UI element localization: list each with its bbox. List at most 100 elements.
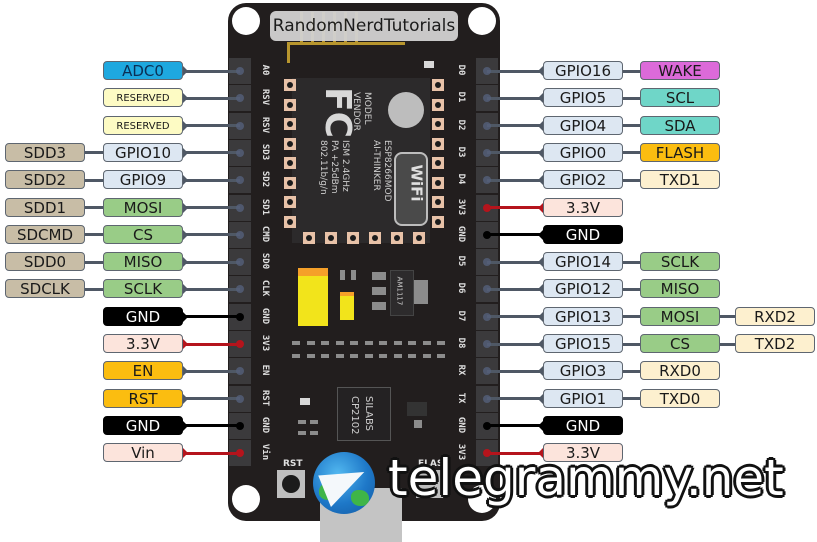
- wire-tip: [183, 93, 188, 104]
- wire-tip: [183, 339, 188, 349]
- pin-dot: [483, 449, 491, 458]
- pin-label-txd0: TXD0: [640, 388, 720, 408]
- wire-tip: [538, 175, 543, 186]
- wire-tip: [183, 229, 188, 240]
- pin-label-rxd0: RXD0: [640, 361, 720, 381]
- smd-component: [321, 341, 329, 345]
- espressif-logo-icon: [388, 92, 424, 128]
- module-pad: [284, 176, 296, 189]
- module-pad: [391, 232, 403, 244]
- smd-component: [340, 270, 345, 280]
- label-connector: [623, 315, 640, 319]
- pin-silk-label-d5: D5: [456, 255, 466, 267]
- wire-tip: [538, 202, 543, 213]
- pin-silk-label-sd0: SD0: [260, 252, 270, 270]
- wire-tip: [183, 311, 188, 322]
- pin-dot: [236, 421, 244, 430]
- module-pad: [284, 215, 296, 228]
- smd-component: [408, 341, 416, 345]
- wire: [183, 69, 240, 73]
- wire-tip: [538, 93, 543, 104]
- watermark-text: telegrammy.net: [388, 449, 784, 507]
- mounting-hole: [468, 485, 496, 513]
- label-connector: [85, 287, 103, 291]
- pin-label-gpio1: GPIO1: [543, 388, 623, 408]
- smd-component: [350, 341, 358, 345]
- pin-label-3-3v: 3.3V: [543, 197, 623, 217]
- wire: [487, 260, 543, 264]
- pin-label-gpio16: GPIO16: [543, 61, 623, 80]
- globe-land: [319, 482, 341, 500]
- wire-tip: [538, 339, 543, 349]
- module-pad: [432, 215, 444, 228]
- pin-label-txd1: TXD1: [640, 170, 720, 190]
- label-connector: [623, 342, 640, 346]
- smd-component: [393, 341, 402, 345]
- pin-label-reserved: RESERVED: [103, 115, 183, 135]
- pin-dot: [483, 94, 491, 103]
- wire-tip: [183, 202, 188, 213]
- pin-silk-label-d4: D4: [456, 173, 466, 185]
- pin-silk-label-d7: D7: [456, 310, 466, 322]
- pin-label-sclk: SCLK: [640, 252, 720, 272]
- label-connector: [85, 260, 103, 264]
- pin-label-wake: WAKE: [640, 61, 720, 80]
- pin-label-vin: Vin: [103, 443, 183, 463]
- pin-label-miso: MISO: [103, 252, 183, 272]
- pin-dot: [483, 340, 491, 348]
- pin-silk-label-d6: D6: [456, 282, 466, 294]
- pin-label-sdd3: SDD3: [5, 142, 85, 162]
- rst-button[interactable]: [277, 470, 305, 498]
- smd-component: [335, 354, 344, 358]
- wire-tip: [538, 448, 543, 459]
- label-connector: [85, 178, 103, 182]
- module-pad: [413, 232, 425, 244]
- label-connector: [85, 233, 103, 237]
- pin-dot: [236, 312, 244, 321]
- pin-silk-label-cmd: CMD: [260, 225, 270, 242]
- pin-label-sda: SDA: [640, 115, 720, 135]
- pin-silk-label-rx: RX: [456, 364, 466, 376]
- wire: [183, 369, 240, 373]
- pin-silk-label-3v3: 3V3: [456, 198, 466, 215]
- pin-dot: [236, 394, 244, 403]
- pin-dot: [483, 148, 491, 157]
- pin-dot: [236, 340, 244, 348]
- flash-button[interactable]: [416, 470, 444, 498]
- pin-label-3-3v: 3.3V: [103, 334, 183, 353]
- pin-label-rxd2: RXD2: [735, 306, 815, 326]
- pin-dot: [236, 148, 244, 157]
- pin-label-gnd: GND: [543, 415, 623, 435]
- wire: [487, 124, 543, 128]
- pin-label-gpio0: GPIO0: [543, 142, 623, 162]
- usb-uart-chip: SILABS CP2102: [337, 387, 391, 441]
- pin-label-reserved: RESERVED: [103, 88, 183, 108]
- antenna-trace: [287, 42, 405, 63]
- module-pad: [369, 232, 381, 244]
- wire-tip: [183, 66, 188, 76]
- pin-dot: [483, 312, 491, 321]
- smd-component: [364, 341, 373, 345]
- wire: [183, 315, 240, 319]
- module-pad: [284, 79, 296, 91]
- telegram-globe-icon: [313, 452, 375, 514]
- smd-component: [335, 341, 344, 345]
- smd-component: [292, 354, 300, 358]
- pin-label-adc0: ADC0: [103, 61, 183, 80]
- wire-tip: [538, 311, 543, 322]
- wire-tip: [538, 66, 543, 76]
- label-connector: [623, 96, 640, 100]
- wire: [487, 315, 543, 319]
- smd-component: [414, 420, 422, 428]
- mounting-hole: [232, 485, 260, 513]
- label-connector: [623, 151, 640, 155]
- module-text-pa: PA +25dBm: [329, 140, 339, 194]
- module-pad: [432, 98, 444, 111]
- smd-component: [298, 431, 306, 435]
- wire: [487, 451, 543, 455]
- pin-label-sdcmd: SDCMD: [5, 224, 85, 244]
- pin-silk-label-rsv: RSV: [260, 116, 270, 133]
- capacitor: [340, 292, 354, 320]
- smd-component: [372, 302, 386, 310]
- label-connector: [85, 206, 103, 209]
